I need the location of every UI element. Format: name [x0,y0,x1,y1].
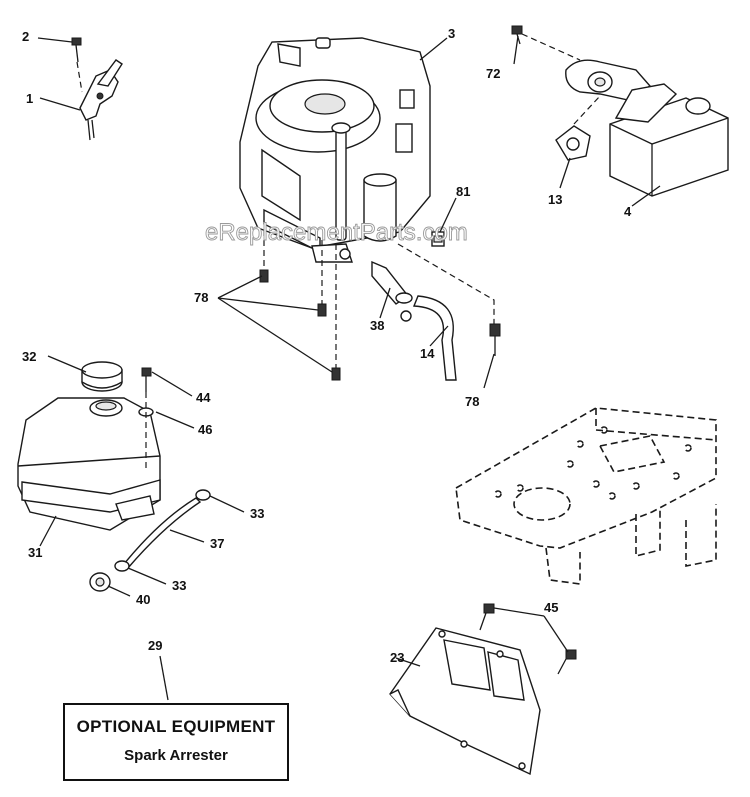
callout-29: 29 [148,638,162,653]
muffler-part [609,83,729,197]
exhaust-alignment-line [521,33,581,61]
callout-37: 37 [210,536,224,551]
callout-32: 32 [22,349,36,364]
callout-45: 45 [544,600,558,615]
callout-78-right: 78 [465,394,479,409]
throttle-alignment-line [76,61,83,93]
engine-part [239,37,431,263]
callout-33-lower: 33 [172,578,186,593]
optional-equipment-title: OPTIONAL EQUIPMENT [76,717,276,736]
shield-screw-part [479,603,577,675]
callout-44: 44 [196,390,211,405]
optional-equipment-item: Spark Arrester [124,747,228,764]
throttle-control-part [79,59,123,141]
fuel-tank-part [17,397,161,531]
callout-46: 46 [198,422,212,437]
callout-1: 1 [26,91,33,106]
engine-bolt-line-d [397,243,495,324]
engine-clip-part [431,231,445,247]
callout-78-left: 78 [194,290,208,305]
tank-screw-part [141,367,152,392]
chassis-frame-outline [455,407,717,585]
callout-4: 4 [624,204,632,219]
callout-33-upper: 33 [250,506,264,521]
callout-40: 40 [136,592,150,607]
watermark-text: eReplacementParts.com [205,219,468,246]
callout-3: 3 [448,26,455,41]
gasket-alignment-line [573,95,601,125]
optional-equipment-box: OPTIONAL EQUIPMENT Spark Arrester [63,703,289,781]
callout-leaders [37,35,661,701]
callout-81: 81 [456,184,470,199]
throttle-screw-part [71,37,82,63]
heat-shield-part [389,627,541,776]
callout-72: 72 [486,66,500,81]
callout-13: 13 [548,192,562,207]
exhaust-gasket-part [555,125,591,161]
callout-38: 38 [370,318,384,333]
exhaust-screw-part [511,25,523,45]
engine-bolt-part [259,269,501,381]
callout-31: 31 [28,545,42,560]
callout-14: 14 [420,346,435,361]
fuel-cap-part [81,361,123,392]
fuel-filter-part [371,260,413,322]
callout-23: 23 [390,650,404,665]
hose-clamp-part-upper [195,489,211,501]
fuel-line-part [412,295,457,381]
grommet-part [89,572,111,592]
hose-clamp-part-lower [114,560,130,572]
tank-fuel-line-part [123,497,202,570]
callout-2: 2 [22,29,29,44]
